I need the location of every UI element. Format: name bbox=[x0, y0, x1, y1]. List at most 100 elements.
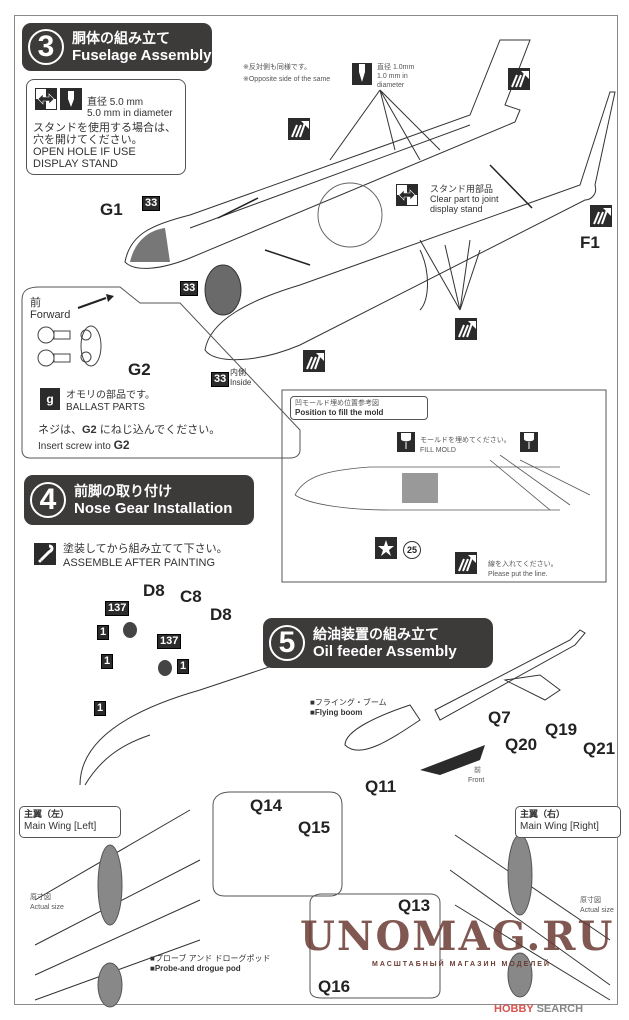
actual-size-en-left: Actual size bbox=[30, 904, 64, 911]
drill-line1-en: OPEN HOLE IF USE bbox=[33, 146, 136, 158]
arrows-icon bbox=[35, 88, 57, 110]
part-q7: Q7 bbox=[488, 708, 511, 727]
mold-fuselage-sketch bbox=[294, 455, 591, 511]
part-q15: Q15 bbox=[298, 818, 331, 837]
right-wing bbox=[449, 834, 611, 1001]
part-q20: Q20 bbox=[505, 735, 538, 754]
pod-jp: ■プローブ アンド ドローグポッド bbox=[150, 954, 271, 963]
part-q19: Q19 bbox=[545, 720, 578, 739]
flying-boom bbox=[434, 629, 586, 721]
color-badge-33: 33 bbox=[180, 281, 199, 296]
color-badge-1: 1 bbox=[177, 659, 190, 674]
step3-banner: 3 胴体の組み立て Fuselage Assembly bbox=[22, 23, 212, 71]
left-wing-label: 主翼（左） Main Wing [Left] bbox=[19, 806, 121, 838]
opposite-note-en: ※Opposite side of the same bbox=[243, 76, 331, 83]
left-wing-jp: 主翼（左） bbox=[24, 809, 70, 819]
part-d8-right: D8 bbox=[210, 605, 232, 624]
part-q16: Q16 bbox=[318, 977, 351, 996]
drill-size-jp: 直径 5.0 mm bbox=[87, 97, 144, 108]
step3-title-en: Fuselage Assembly bbox=[72, 47, 212, 64]
opposite-note-jp: ※反対側も同様です。 bbox=[243, 64, 312, 71]
star-decal-icon bbox=[375, 537, 397, 559]
color-badge-1: 1 bbox=[97, 625, 110, 640]
put-line-en: Please put the line. bbox=[488, 571, 548, 578]
hobby-text: HOBBY bbox=[494, 1003, 534, 1015]
flying-boom-en: ■Flying boom bbox=[310, 708, 363, 717]
ballast-weight-icon: g bbox=[40, 388, 60, 410]
part-q21: Q21 bbox=[583, 739, 616, 758]
search-text: SEARCH bbox=[536, 1003, 584, 1015]
q11-part bbox=[344, 704, 421, 751]
fuselage-upper-half bbox=[124, 39, 531, 269]
forward-en: Forward bbox=[30, 309, 71, 321]
mold-reference-box bbox=[281, 389, 607, 583]
flying-boom-jp: ■フライング・ブーム bbox=[310, 698, 387, 707]
inside-en: Inside bbox=[230, 378, 252, 387]
step4-title-jp: 前脚の取り付け bbox=[74, 483, 172, 499]
part-c8: C8 bbox=[180, 587, 202, 606]
actual-size-jp-left: 原寸図 bbox=[30, 894, 51, 901]
nose-fuselage bbox=[79, 659, 291, 786]
fill-mold-icon bbox=[397, 432, 415, 452]
right-wing-label: 主翼（右） Main Wing [Right] bbox=[515, 806, 621, 838]
mold-title-jp: 凹モールド埋め位置参考図 bbox=[295, 400, 379, 407]
actual-size-en-right: Actual size bbox=[580, 907, 614, 914]
panel-line-icon bbox=[590, 205, 612, 227]
part-g1: G1 bbox=[100, 200, 123, 219]
panel-line-icon bbox=[288, 118, 310, 140]
paint-icon bbox=[34, 543, 56, 565]
fill-mold-icon bbox=[520, 432, 538, 452]
step4-number: 4 bbox=[30, 482, 66, 518]
drill-line2-en: DISPLAY STAND bbox=[33, 158, 118, 170]
front-jp: 前 bbox=[474, 767, 481, 774]
clear-part-icon bbox=[396, 184, 418, 206]
color-badge-1: 1 bbox=[94, 701, 107, 716]
color-badge-1: 1 bbox=[101, 654, 114, 669]
fill-mold-en: FILL MOLD bbox=[420, 447, 456, 454]
step5-banner: 5 給油装置の組み立て Oil feeder Assembly bbox=[263, 618, 493, 668]
step5-title-en: Oil feeder Assembly bbox=[313, 643, 457, 660]
panel-line-icon bbox=[455, 552, 477, 574]
forward-jp: 前 bbox=[30, 297, 41, 309]
put-line-jp: 線を入れてください。 bbox=[488, 561, 558, 568]
small-drill-en2: diameter bbox=[377, 82, 405, 89]
mold-reference-title: 凹モールド埋め位置参考図 Position to fill the mold bbox=[290, 396, 428, 420]
step3-number: 3 bbox=[28, 29, 64, 65]
small-drill-icon bbox=[352, 63, 372, 85]
pod-detail-box-upper bbox=[212, 791, 343, 897]
color-badge-33: 33 bbox=[142, 196, 161, 211]
pod-en: ■Probe-and drogue pod bbox=[150, 964, 241, 973]
ballast-en: BALLAST PARTS bbox=[66, 402, 145, 413]
part-q14: Q14 bbox=[250, 796, 283, 815]
watermark-logo: UNOMAG.RU bbox=[300, 913, 615, 960]
part-q13: Q13 bbox=[398, 896, 431, 915]
screw-instruction-en: Insert screw into G2 bbox=[38, 438, 130, 453]
part-q11: Q11 bbox=[365, 777, 397, 796]
right-wing-en: Main Wing [Right] bbox=[520, 821, 599, 832]
fill-mold-jp: モールドを埋めてください。 bbox=[420, 437, 511, 444]
watermark-subtitle: МАСШТАБНЫЙ МАГАЗИН МОДЕЛЕЙ bbox=[372, 961, 551, 968]
color-badge-137: 137 bbox=[157, 634, 182, 649]
fuselage-lower-half bbox=[204, 91, 616, 361]
step4-banner: 4 前脚の取り付け Nose Gear Installation bbox=[24, 475, 254, 525]
step5-number: 5 bbox=[269, 625, 305, 661]
inside-jp: 内側 bbox=[230, 368, 246, 377]
panel-line-icon bbox=[508, 68, 530, 90]
stand-part-en1: Clear part to joint bbox=[430, 194, 499, 204]
right-wing-jp: 主翼（右） bbox=[520, 809, 566, 819]
step5-title-jp: 給油装置の組み立て bbox=[313, 626, 439, 642]
paint-jp: 塗装してから組み立てて下さい。 bbox=[63, 543, 228, 555]
part-d8-left: D8 bbox=[143, 581, 165, 600]
color-badge-33: 33 bbox=[211, 372, 230, 387]
paint-en: ASSEMBLE AFTER PAINTING bbox=[63, 557, 215, 569]
mold-title-en: Position to fill the mold bbox=[295, 408, 384, 417]
drill-line2-jp: 穴を開けてください。 bbox=[33, 134, 143, 146]
ballast-callout bbox=[21, 286, 301, 459]
small-drill-en1: 1.0 mm in bbox=[377, 73, 408, 80]
decal-number: 25 bbox=[403, 541, 421, 559]
panel-line-icon bbox=[303, 350, 325, 372]
stand-part-en2: display stand bbox=[430, 204, 483, 214]
drill-note-box: 直径 5.0 mm 5.0 mm in diameter スタンドを使用する場合… bbox=[26, 79, 186, 175]
drill-icon bbox=[60, 88, 82, 110]
